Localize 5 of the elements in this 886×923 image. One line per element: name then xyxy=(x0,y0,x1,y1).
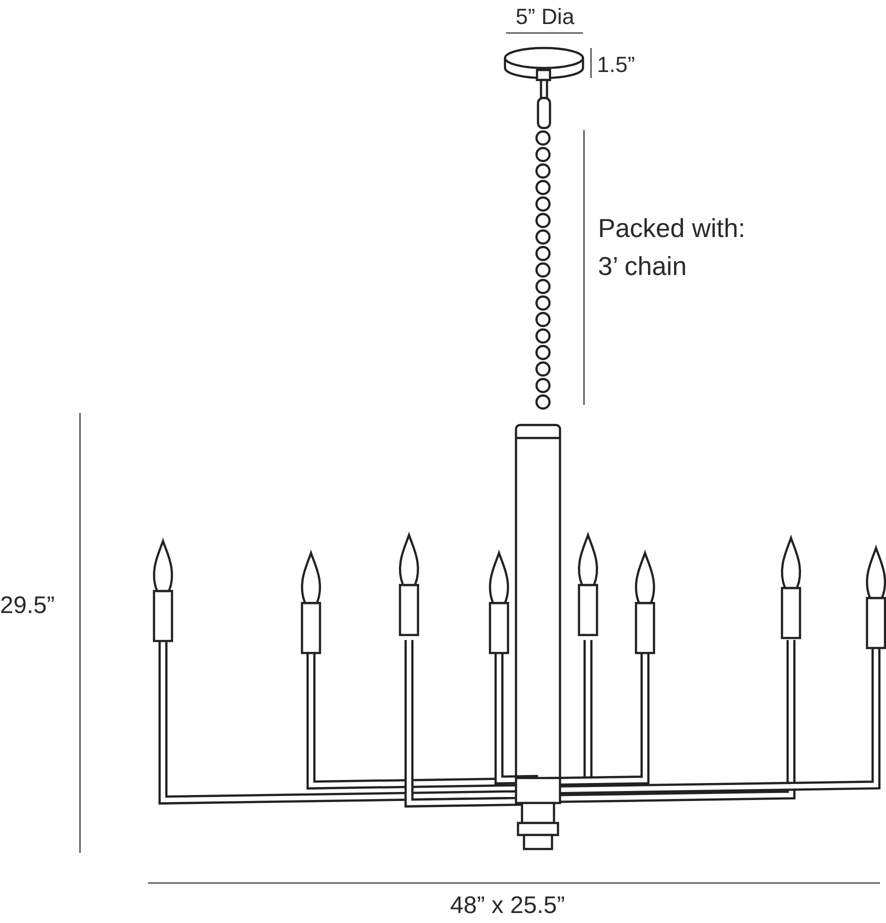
dimension-label: 1.5” xyxy=(597,51,635,79)
dimension-label: 48” x 25.5” xyxy=(449,891,566,921)
note-text: Packed with: 3’ chain xyxy=(598,212,746,283)
dimension-label: 29.5” xyxy=(0,591,55,621)
dimension-label: 5” Dia xyxy=(514,3,576,31)
